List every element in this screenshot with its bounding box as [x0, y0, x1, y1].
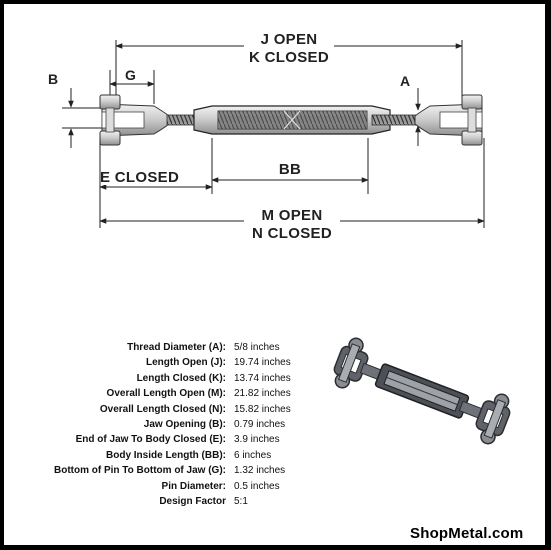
spec-label: Jaw Opening (B): [143, 419, 226, 431]
spec-row: Bottom of Pin To Bottom of Jaw (G): 1.32 … [4, 463, 291, 478]
spec-label: Overall Length Closed (N): [99, 403, 226, 415]
spec-value: 19.74 inches [234, 357, 291, 369]
spec-row: Thread Diameter (A): 5/8 inches [4, 340, 291, 355]
spec-row: Length Open (J): 19.74 inches [4, 355, 291, 370]
spec-label: Overall Length Open (M): [106, 388, 226, 400]
spec-row: Overall Length Open (M): 21.82 inches [4, 386, 291, 401]
label-bb: BB [279, 161, 301, 178]
label-e-closed: E CLOSED [100, 169, 179, 186]
brand-watermark: ShopMetal.com [410, 525, 524, 542]
dim-j-k: J OPEN K CLOSED [115, 31, 463, 99]
turnbuckle-drawing [99, 94, 483, 146]
spec-label: Length Closed (K): [136, 372, 226, 384]
spec-row: Pin Diameter: 0.5 inches [4, 479, 291, 494]
dim-a: A [400, 73, 421, 146]
label-k-closed: K CLOSED [249, 49, 329, 66]
spec-value: 13.74 inches [234, 372, 291, 384]
product-frame: J OPEN K CLOSED B G A [4, 4, 545, 545]
dim-b: B [48, 71, 102, 148]
spec-label: Body Inside Length (BB): [106, 449, 226, 461]
spec-row: End of Jaw To Body Closed (E): 3.9 inches [4, 432, 291, 447]
label-a: A [400, 73, 410, 89]
spec-label: Pin Diameter: [161, 480, 226, 492]
spec-label: End of Jaw To Body Closed (E): [75, 434, 226, 446]
spec-label: Design Factor [159, 496, 226, 508]
spec-value: 5/8 inches [234, 342, 280, 353]
spec-row: Jaw Opening (B): 0.79 inches [4, 417, 291, 432]
spec-value: 6 inches [234, 449, 272, 461]
spec-row: Body Inside Length (BB): 6 inches [4, 448, 291, 463]
spec-row: Design Factor 5:1 [4, 494, 291, 509]
label-b: B [48, 71, 58, 87]
label-j-open: J OPEN [261, 31, 318, 48]
label-m-open: M OPEN [262, 207, 323, 224]
spec-value: 0.79 inches [234, 419, 286, 431]
spec-row: Overall Length Closed (N): 15.82 inches [4, 402, 291, 417]
turnbuckle-photo [333, 337, 511, 445]
label-n-closed: N CLOSED [252, 225, 332, 242]
spec-value: 21.82 inches [234, 388, 291, 400]
spec-row: Length Closed (K): 13.74 inches [4, 371, 291, 386]
dim-m-n: M OPEN N CLOSED [99, 138, 485, 242]
spec-label: Length Open (J): [146, 357, 226, 369]
spec-label: Bottom of Pin To Bottom of Jaw (G): [53, 465, 226, 477]
spec-value: 15.82 inches [234, 403, 291, 415]
label-g: G [125, 67, 136, 83]
spec-label: Thread Diameter (A): [127, 342, 226, 353]
spec-value: 3.9 inches [234, 434, 280, 446]
turnbuckle-diagram: J OPEN K CLOSED B G A [48, 31, 485, 242]
spec-value: 0.5 inches [234, 480, 280, 492]
spec-value: 5:1 [234, 496, 248, 508]
spec-value: 1.32 inches [234, 465, 286, 477]
dim-e-bb: E CLOSED BB [99, 138, 369, 228]
